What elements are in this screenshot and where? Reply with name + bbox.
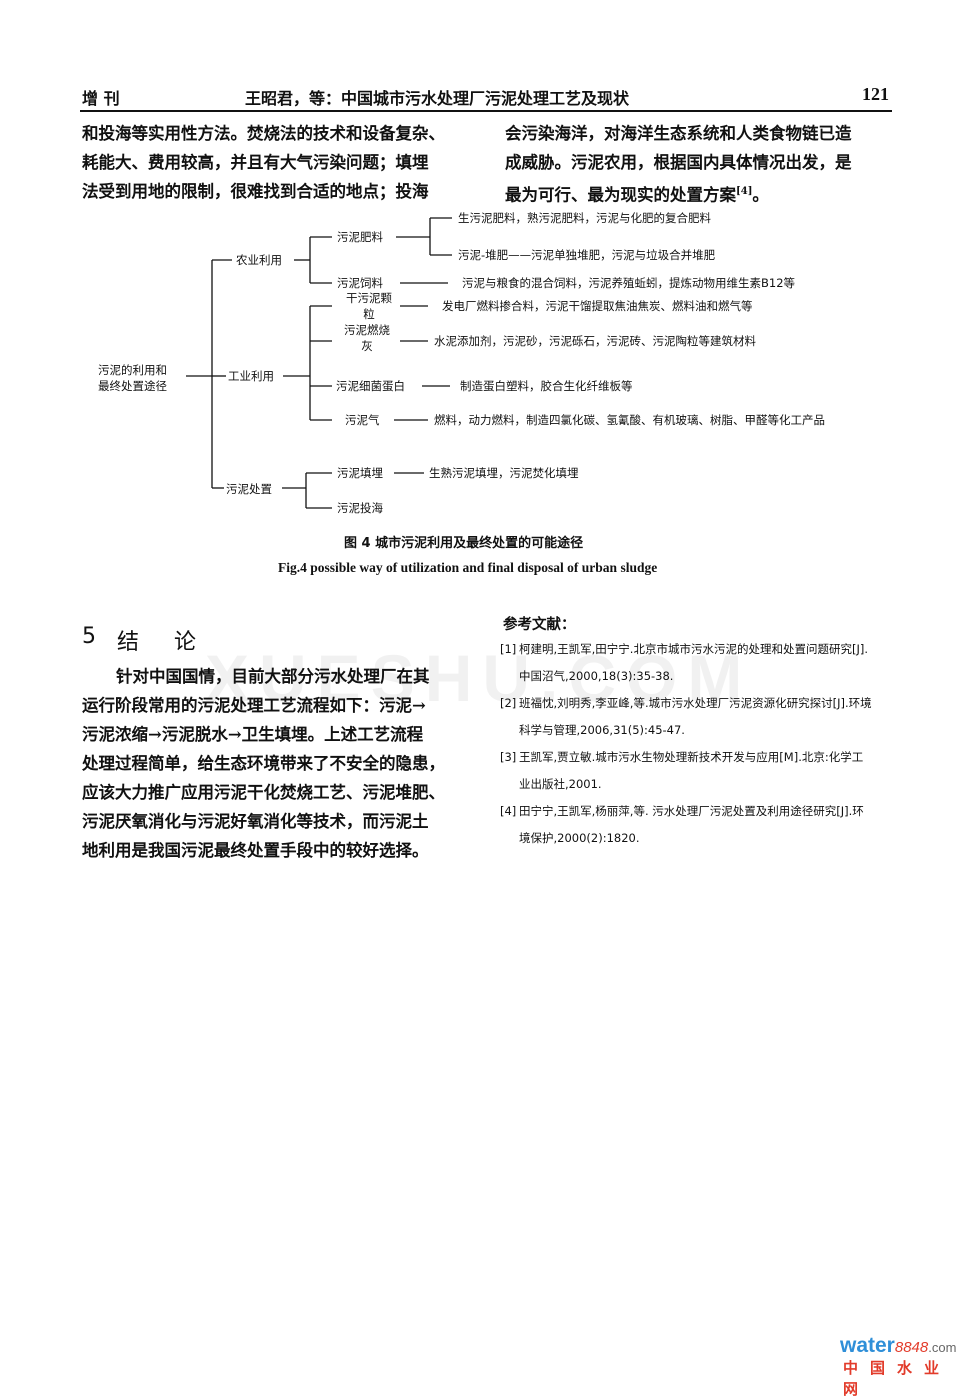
site-logo: water8848.com	[840, 1334, 956, 1358]
node-landfill: 污泥填埋	[337, 466, 383, 480]
ash-detail: 水泥添加剂，污泥砂，污泥砾石，污泥砖、污泥陶粒等建筑材料	[434, 334, 756, 348]
node-ocean-dumping: 污泥投海	[337, 501, 383, 515]
page-number: 121	[862, 84, 889, 104]
reference-text: 田宁宁,王凯军,杨丽萍,等. 污水处理厂污泥处置及利用途径研究[J].环境保护,…	[519, 804, 864, 845]
reference-item: [2] 班福忱,刘明秀,李亚峰,等.城市污水处理厂污泥资源化研究探讨[J].环境…	[500, 690, 872, 744]
diagram-root-node: 污泥的利用和 最终处置途径	[98, 363, 167, 393]
reference-text: 班福忱,刘明秀,李亚峰,等.城市污水处理厂污泥资源化研究探讨[J].环境科学与管…	[519, 696, 872, 737]
reference-item: [4] 田宁宁,王凯军,杨丽萍,等. 污水处理厂污泥处置及利用途径研究[J].环…	[500, 798, 872, 852]
references-title: 参考文献：	[503, 617, 576, 633]
section-title: 结 论	[117, 630, 210, 655]
intro-left-column: 和投海等实用性方法。焚烧法的技术和设备复杂、 耗能大、费用较高，并且有大气污染问…	[82, 124, 445, 201]
node-sludge-gas: 污泥气	[345, 413, 380, 427]
node-agricultural-use: 农业利用	[236, 253, 282, 267]
reference-item: [1] 柯建明,王凯军,田宁宁.北京市城市污水污泥的处理和处置问题研究[J].中…	[500, 636, 872, 690]
dry-granules-detail: 发电厂燃料掺合料，污泥干馏提取焦油焦炭、燃料油和燃气等	[442, 299, 753, 313]
protein-detail: 制造蛋白塑料，胶合生化纤维板等	[460, 379, 633, 393]
feed-detail: 污泥与粮食的混合饲料，污泥养殖蚯蚓，提炼动物用维生素B12等	[462, 276, 796, 290]
citation-4: [4]	[736, 186, 753, 197]
node-dry-granules: 干污泥颗 粒	[346, 291, 392, 321]
reference-item: [3] 王凯军,贾立敏.城市污水生物处理新技术开发与应用[M].北京:化学工业出…	[500, 744, 872, 798]
reference-number: [4]	[500, 804, 517, 818]
landfill-detail: 生熟污泥填埋，污泥焚化填埋	[429, 466, 579, 480]
figure-caption-zh: 图 4 城市污泥利用及最终处置的可能途径	[344, 536, 584, 551]
node-bacterial-protein: 污泥细菌蛋白	[336, 379, 405, 393]
intro-right-text: 会污染海洋，对海洋生态系统和人类食物链已造 成威胁。污泥农用，根据国内具体情况出…	[505, 124, 852, 205]
conclusion-paragraph: 针对中国国情，目前大部分污水处理厂在其 运行阶段常用的污泥处理工艺流程如下：污泥…	[82, 667, 445, 860]
node-sludge-feed: 污泥饲料	[337, 276, 383, 290]
intro-right-end: 。	[752, 185, 769, 205]
logo-chinese-name: 中国水业网	[843, 1359, 952, 1398]
node-sludge-fertilizer: 污泥肥料	[337, 230, 383, 244]
figure-caption-en: Fig.4 possible way of utilization and fi…	[278, 560, 658, 575]
running-title: 王昭君，等：中国城市污水处理厂污泥处理工艺及现状	[245, 89, 630, 108]
watermark: XUESHU.COM	[205, 641, 753, 715]
logo-word: water	[840, 1334, 895, 1357]
logo-number: 8848	[894, 1339, 929, 1356]
fertilizer-detail-1: 生污泥肥料，熟污泥肥料，污泥与化肥的复合肥料	[458, 211, 711, 225]
gas-detail: 燃料，动力燃料，制造四氯化碳、氢氰酸、有机玻璃、树脂、甲醛等化工产品	[434, 413, 825, 427]
reference-number: [3]	[500, 750, 517, 764]
node-incineration-ash: 污泥燃烧 灰	[344, 323, 390, 353]
node-sludge-disposal: 污泥处置	[226, 482, 272, 496]
reference-text: 王凯军,贾立敏.城市污水生物处理新技术开发与应用[M].北京:化学工业出版社,2…	[519, 750, 864, 791]
intro-right-column: 会污染海洋，对海洋生态系统和人类食物链已造 成威胁。污泥农用，根据国内具体情况出…	[505, 119, 890, 210]
journal-issue-label: 增 刊	[82, 89, 120, 108]
reference-number: [2]	[500, 696, 517, 710]
logo-suffix: .com	[928, 1340, 957, 1355]
node-industrial-use: 工业利用	[228, 369, 274, 383]
section-number: 5	[82, 624, 110, 649]
reference-text: 柯建明,王凯军,田宁宁.北京市城市污水污泥的处理和处置问题研究[J].中国沼气,…	[519, 642, 868, 683]
reference-number: [1]	[500, 642, 517, 656]
header-rule	[80, 110, 892, 112]
fertilizer-detail-2: 污泥-堆肥——污泥单独堆肥，污泥与垃圾合并堆肥	[458, 248, 716, 262]
